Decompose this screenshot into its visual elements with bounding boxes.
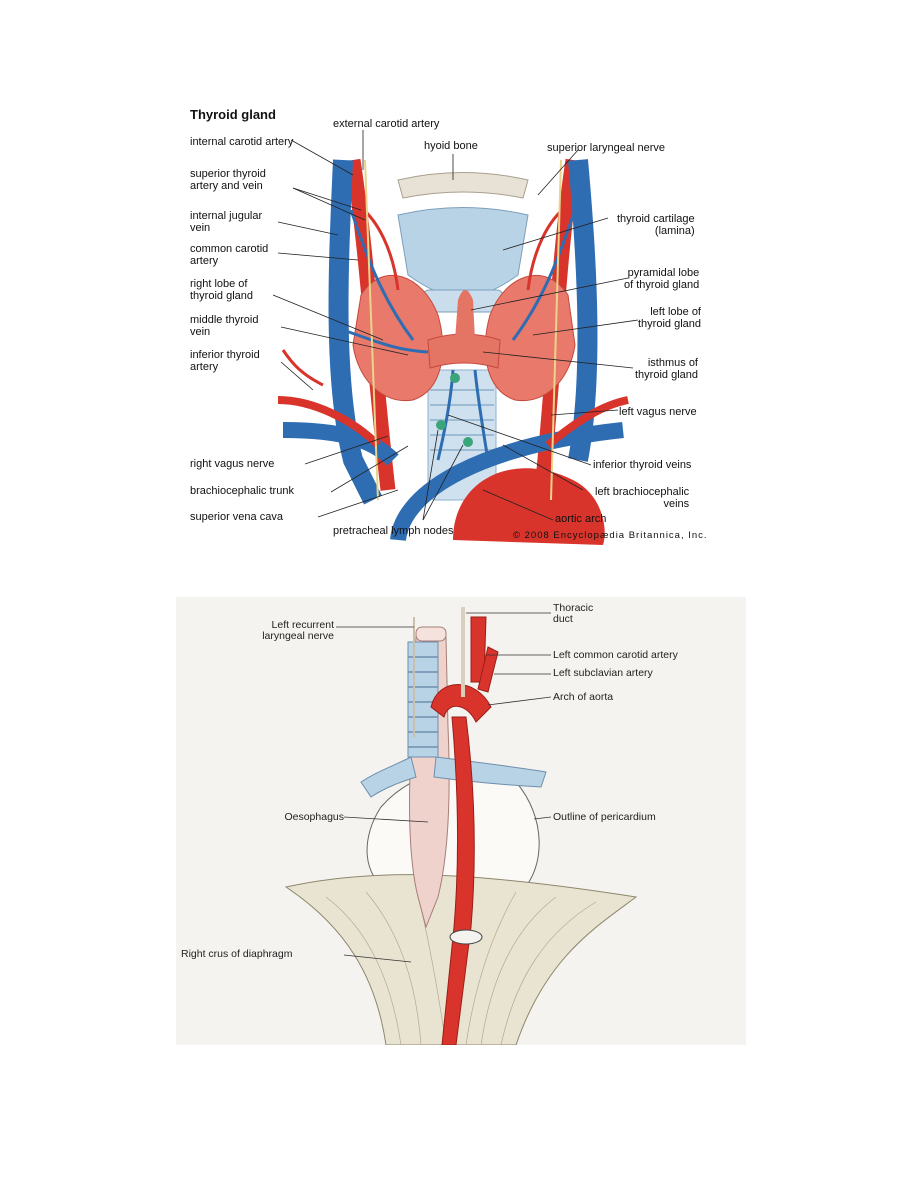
- descending-aorta: [441, 716, 475, 1045]
- label-outline-of-pericardium: Outline of pericardium: [553, 811, 656, 823]
- label-left-subclavian-artery: Left subclavian artery: [553, 667, 653, 679]
- left-thyroid-lobe: [484, 274, 576, 402]
- label-superior-vena-cava: superior vena cava: [190, 511, 283, 523]
- label-common-carotid-artery: common carotid artery: [190, 243, 269, 267]
- label-brachiocephalic-trunk: brachiocephalic trunk: [190, 485, 294, 497]
- label-middle-thyroid-vein: middle thyroid vein: [190, 314, 259, 338]
- thyroid-isthmus: [427, 333, 501, 369]
- label-thyroid-cartilage: thyroid cartilage (lamina): [617, 213, 695, 237]
- label-internal-jugular-vein: internal jugular vein: [190, 210, 263, 234]
- oesophagus-top: [415, 626, 447, 642]
- label-external-carotid-artery: external carotid artery: [333, 118, 440, 130]
- label-superior-laryngeal-nerve: superior laryngeal nerve: [547, 142, 666, 154]
- label-hyoid-bone: hyoid bone: [424, 140, 478, 152]
- label-right-crus-of-diaphragm: Right crus of diaphragm: [181, 948, 293, 960]
- thyroid-gland-figure: Thyroid gland internal carotid artery su…: [183, 100, 738, 545]
- pyramidal-lobe-shape: [455, 290, 475, 340]
- label-pyramidal-lobe: pyramidal lobe of thyroid gland: [624, 267, 700, 291]
- oesophagus-figure: Thoracic duct Left recurrent laryngeal n…: [176, 597, 746, 1045]
- vagus-nerves: [364, 159, 562, 501]
- oesophagus-illustration: [284, 607, 638, 1045]
- label-aortic-arch: aortic arch: [555, 513, 607, 525]
- thyroid-cartilage-shape: [397, 207, 529, 297]
- lymph-node: [450, 373, 460, 383]
- brachiocephalic-veins: [282, 422, 624, 542]
- aorta-cut-end: [449, 929, 483, 945]
- lymph-node: [463, 437, 473, 447]
- label-right-lobe-thyroid: right lobe of thyroid gland: [190, 278, 253, 302]
- left-subclavian-artery: [545, 396, 629, 449]
- copyright-notice: © 2008 Encyclopædia Britannica, Inc.: [513, 530, 708, 541]
- label-isthmus-thyroid: isthmus of thyroid gland: [635, 357, 698, 381]
- label-right-vagus-nerve: right vagus nerve: [190, 458, 275, 470]
- thyroid-figure-title: Thyroid gland: [190, 107, 276, 122]
- label-arch-of-aorta: Arch of aorta: [553, 691, 614, 703]
- label-inferior-thyroid-artery: inferior thyroid artery: [190, 349, 260, 373]
- label-oesophagus: Oesophagus: [284, 811, 344, 823]
- right-thyroid-lobe: [352, 274, 444, 402]
- label-pretracheal-lymph-nodes: pretracheal lymph nodes: [333, 525, 454, 537]
- thyroid-illustration: [272, 130, 639, 545]
- label-thoracic-duct: Thoracic duct: [553, 602, 594, 625]
- aortic-arch-shape: [453, 468, 605, 545]
- label-left-common-carotid-artery: Left common carotid artery: [553, 649, 678, 661]
- right-subclavian-artery: [277, 396, 381, 448]
- label-inferior-thyroid-veins: inferior thyroid veins: [593, 459, 692, 471]
- hyoid-bone-shape: [397, 172, 529, 199]
- lymph-node: [436, 420, 446, 430]
- label-left-vagus-nerve: left vagus nerve: [619, 406, 697, 418]
- label-internal-carotid-artery: internal carotid artery: [190, 136, 294, 148]
- label-superior-thyroid-artery-vein: superior thyroid artery and vein: [190, 168, 266, 192]
- label-left-lobe-thyroid: left lobe of thyroid gland: [638, 306, 701, 330]
- right-bronchus: [360, 756, 417, 798]
- label-left-recurrent-laryngeal-nerve: Left recurrent laryngeal nerve: [262, 619, 334, 642]
- aortic-arch-2: [430, 684, 492, 723]
- label-left-brachiocephalic-veins: left brachiocephalic veins: [595, 486, 690, 510]
- left-subclavian-shape: [477, 646, 499, 693]
- pericardium-outline: [366, 767, 540, 893]
